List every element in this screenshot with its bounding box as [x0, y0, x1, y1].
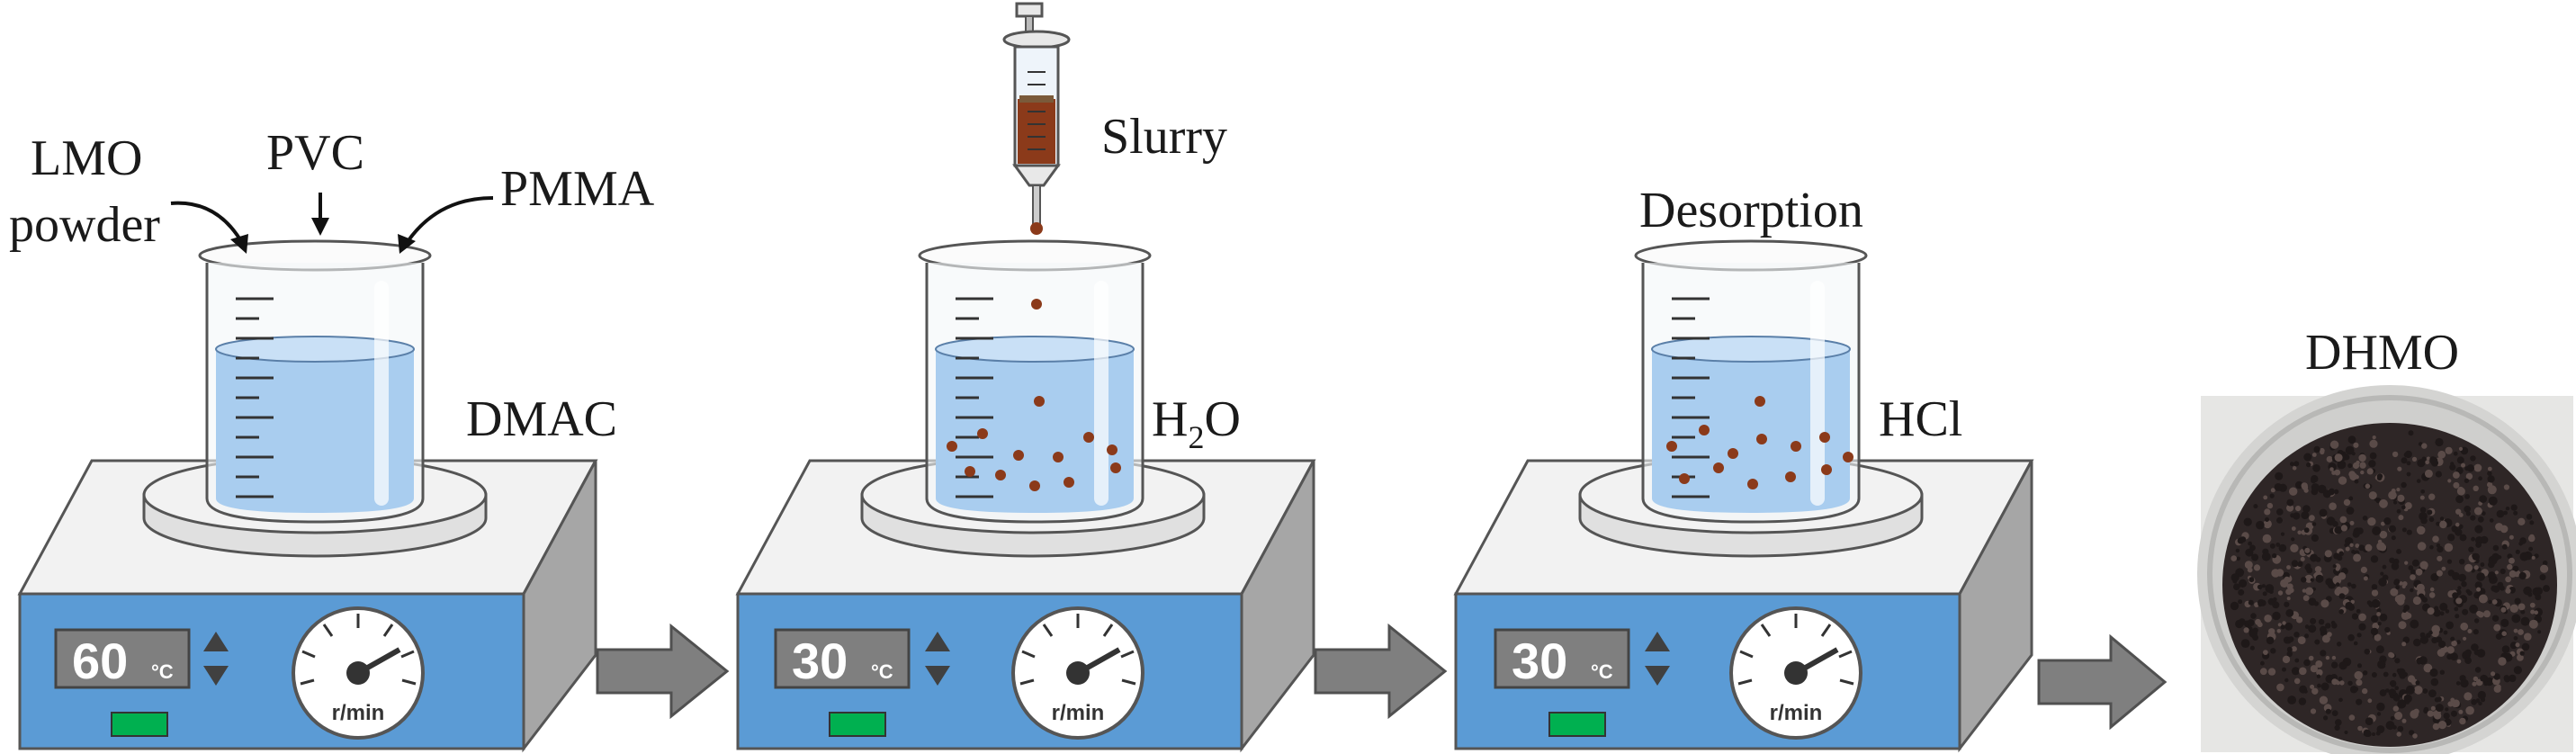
temperature-value: 30 [1512, 633, 1567, 689]
speed-dial[interactable]: r/min [292, 606, 425, 740]
beaker-1 [198, 239, 432, 524]
arrow-head-icon [398, 234, 416, 254]
temperature-unit: °C [1591, 660, 1613, 683]
label-powder: powder [9, 197, 160, 253]
indicator-light [111, 712, 168, 737]
label-dmac: DMAC [466, 391, 617, 447]
arrow-down-icon[interactable] [203, 666, 229, 686]
temperature-value: 60 [72, 633, 128, 689]
process-arrow-2 [1314, 623, 1448, 720]
label-pvc: PVC [266, 125, 364, 181]
beads-beaker-3 [1666, 396, 1853, 489]
arrow-up-icon[interactable] [1645, 632, 1670, 651]
beads-beaker-2 [947, 299, 1121, 491]
label-slurry: Slurry [1101, 109, 1227, 165]
speed-unit-label: r/min [332, 701, 385, 725]
syringe-icon [1002, 2, 1071, 235]
temperature-display [774, 628, 911, 689]
indicator-light [829, 712, 886, 737]
temperature-unit: °C [871, 660, 893, 683]
temperature-display [1494, 628, 1630, 689]
label-pmma: PMMA [500, 161, 655, 217]
beaker-2 [918, 239, 1152, 524]
temperature-display [54, 628, 191, 689]
addition-arrows [170, 193, 494, 245]
label-h2o: H2O [1152, 391, 1241, 455]
process-arrow-1 [596, 623, 730, 720]
label-lmo: LMO [31, 130, 142, 186]
process-arrow-3 [2037, 633, 2168, 731]
arrow-down-icon[interactable] [925, 666, 950, 686]
speed-unit-label: r/min [1770, 701, 1823, 725]
speed-unit-label: r/min [1052, 701, 1105, 725]
temperature-unit: °C [151, 660, 174, 683]
indicator-light [1548, 712, 1606, 737]
temperature-value: 30 [792, 633, 848, 689]
label-dhmo: DHMO [2305, 325, 2459, 381]
arrow-up-icon[interactable] [203, 632, 229, 651]
arrow-head-icon [230, 234, 248, 254]
arrow-up-icon[interactable] [925, 632, 950, 651]
dhmo-photo [2197, 385, 2576, 754]
arrow-down-icon[interactable] [1645, 666, 1670, 686]
arrow-head-icon [311, 218, 329, 236]
speed-dial[interactable]: r/min [1011, 606, 1144, 740]
label-desorption: Desorption [1639, 183, 1863, 238]
speed-dial[interactable]: r/min [1729, 606, 1862, 740]
label-hcl: HCl [1879, 391, 1962, 447]
